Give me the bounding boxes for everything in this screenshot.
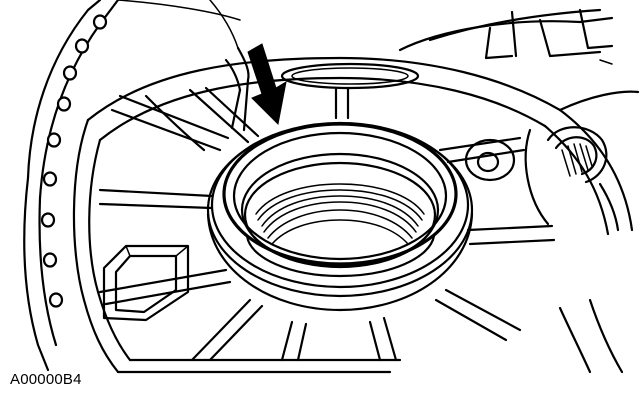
top-oval-opening [280,62,420,120]
seal-inner-bore [240,152,440,278]
housing-body [72,56,634,374]
flange-bolt-holes [40,14,108,308]
lower-left-pocket [102,244,190,322]
figure-id-label: A00000B4 [10,371,82,388]
seal-outer-ring [222,122,458,266]
bore-grooves [255,183,425,245]
upper-left-structure [224,46,250,132]
housing-flange [23,0,241,372]
upper-right-structure [398,8,640,112]
down-arrow-icon [247,43,287,126]
splined-shaft [524,126,620,232]
right-boss-hole [464,138,516,182]
radial-ribs [98,86,556,362]
